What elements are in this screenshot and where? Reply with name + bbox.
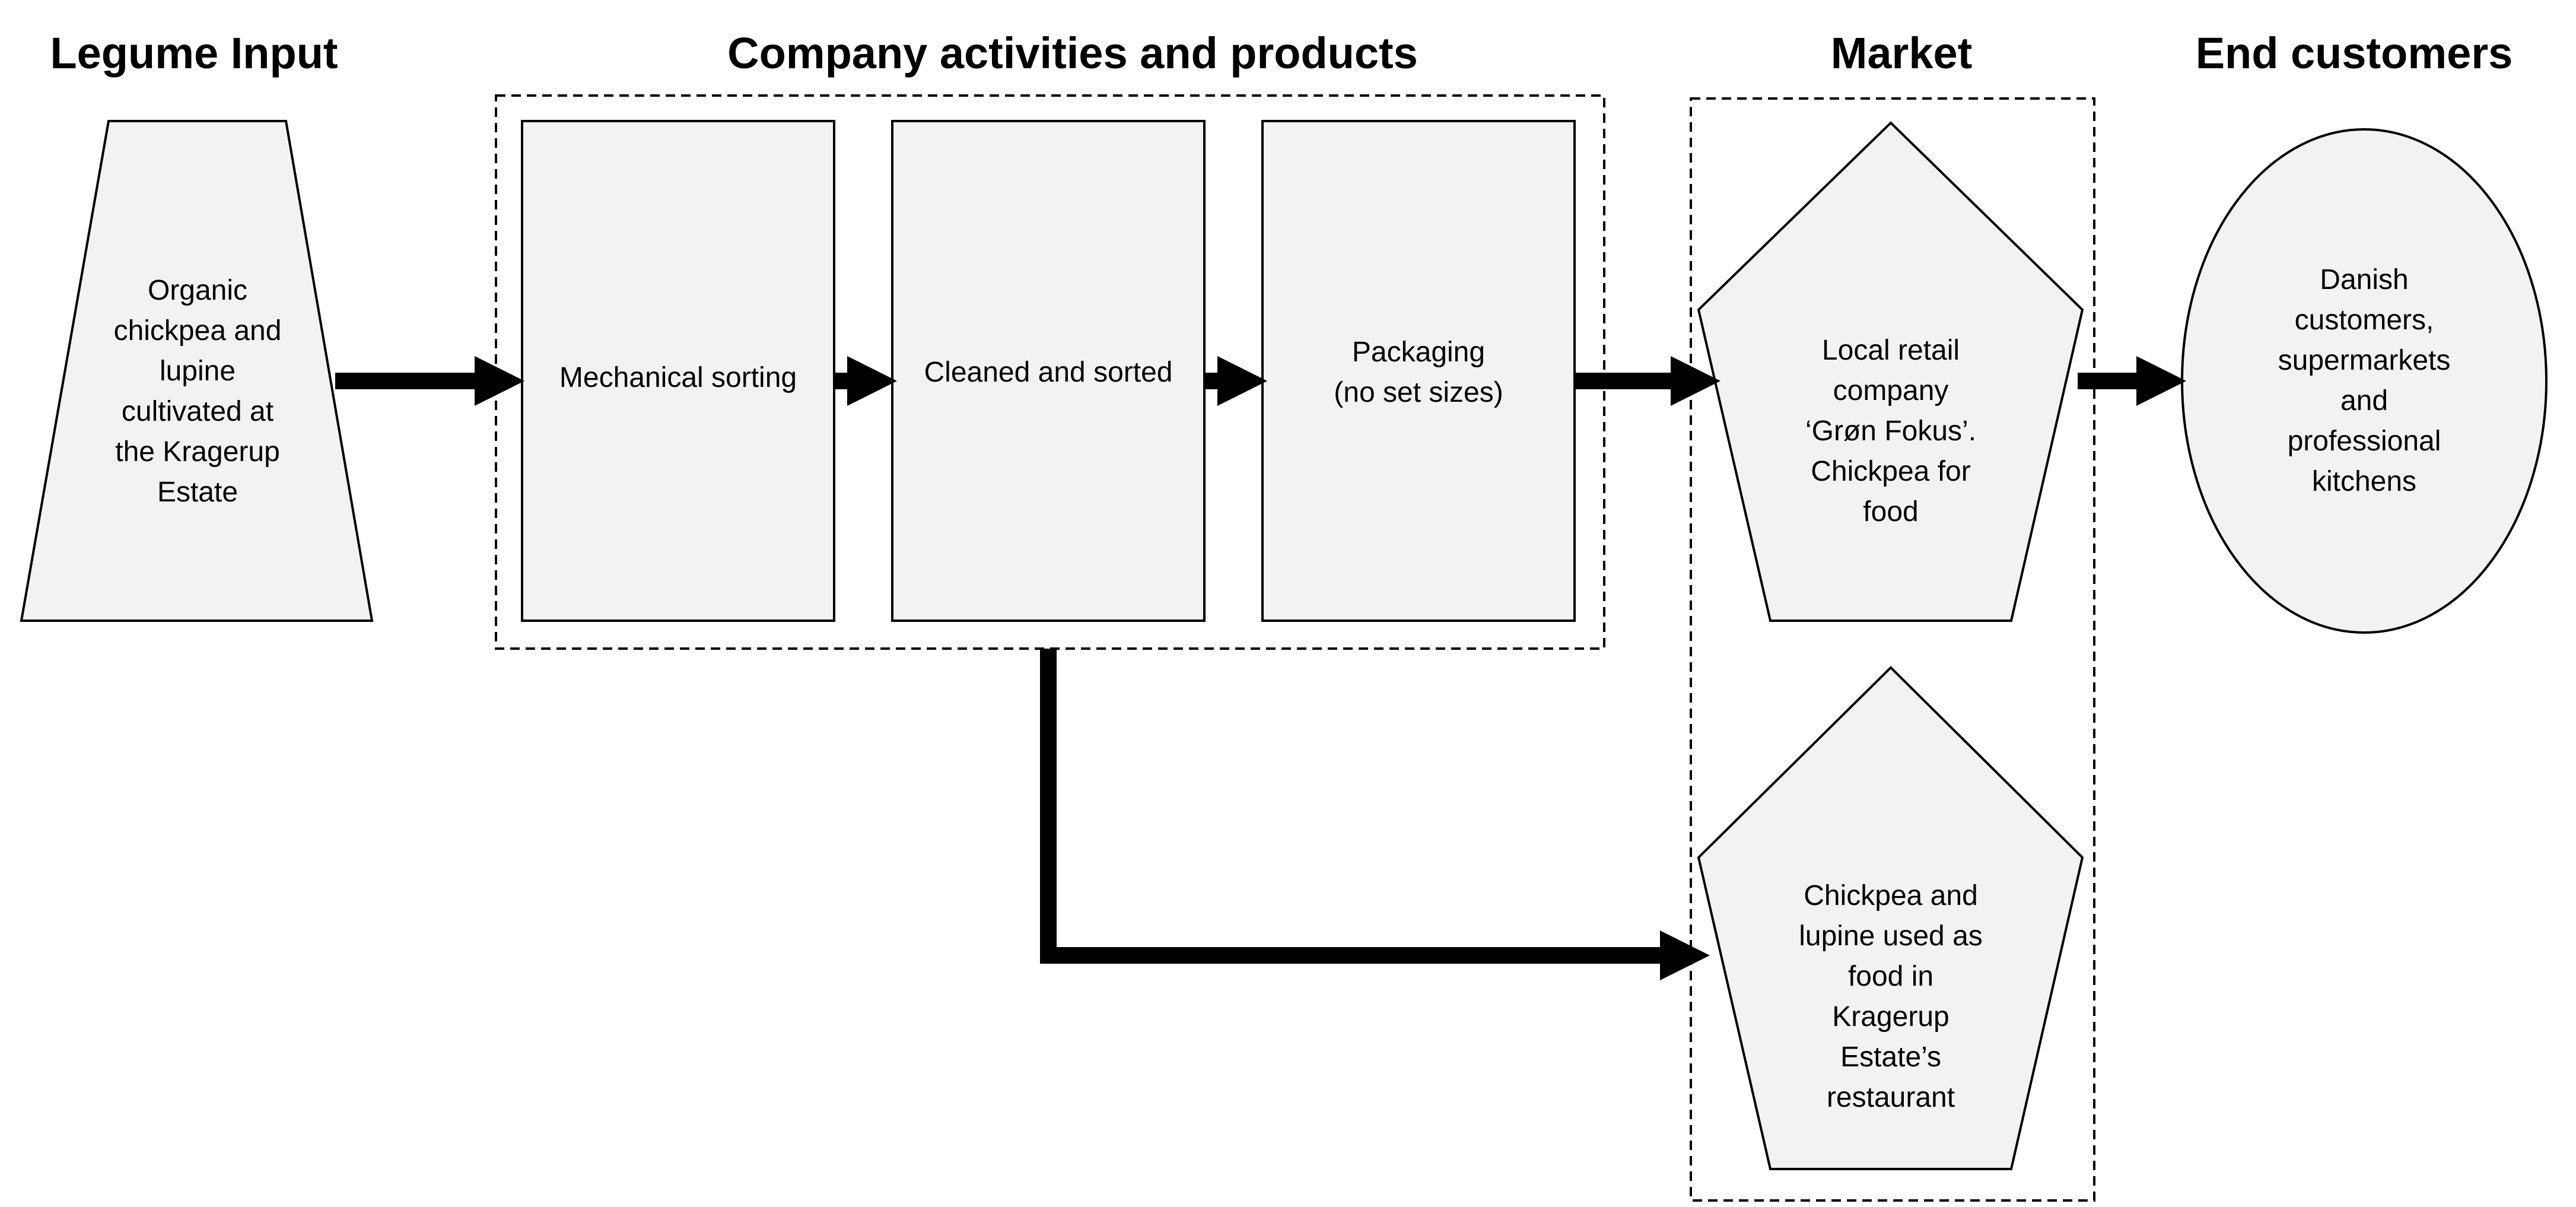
retail-label: Local retail company ‘Grøn Fokus’. Chick… [1805,335,1977,528]
mechanical-sorting-box [521,120,835,622]
market-group-box [1690,97,2095,1202]
header-market: Market [1830,28,1973,78]
retail-pentagon [1697,121,2084,622]
arrow-cleaned-to-restaurant [1040,649,1710,980]
input-label: Organic chickpea and lupine cultivated a… [113,275,282,508]
packaging-label: Packaging (no set sizes) [1334,336,1503,408]
restaurant-label: Chickpea and lupine used as food in Krag… [1799,880,1983,1113]
packaging-box [1261,120,1576,622]
header-end-customers: End customers [2195,28,2513,78]
header-company-activities: Company activities and products [727,28,1418,78]
restaurant-pentagon [1697,666,2084,1170]
end-customers-label: Danish customers, supermarkets and profe… [2278,264,2451,497]
mechanical-sorting-label: Mechanical sorting [559,362,797,393]
header-legume-input: Legume Input [50,28,338,78]
cleaned-sorted-box [891,120,1206,622]
input-trapezoid [20,120,374,622]
cleaned-sorted-label: Cleaned and sorted [924,357,1173,388]
